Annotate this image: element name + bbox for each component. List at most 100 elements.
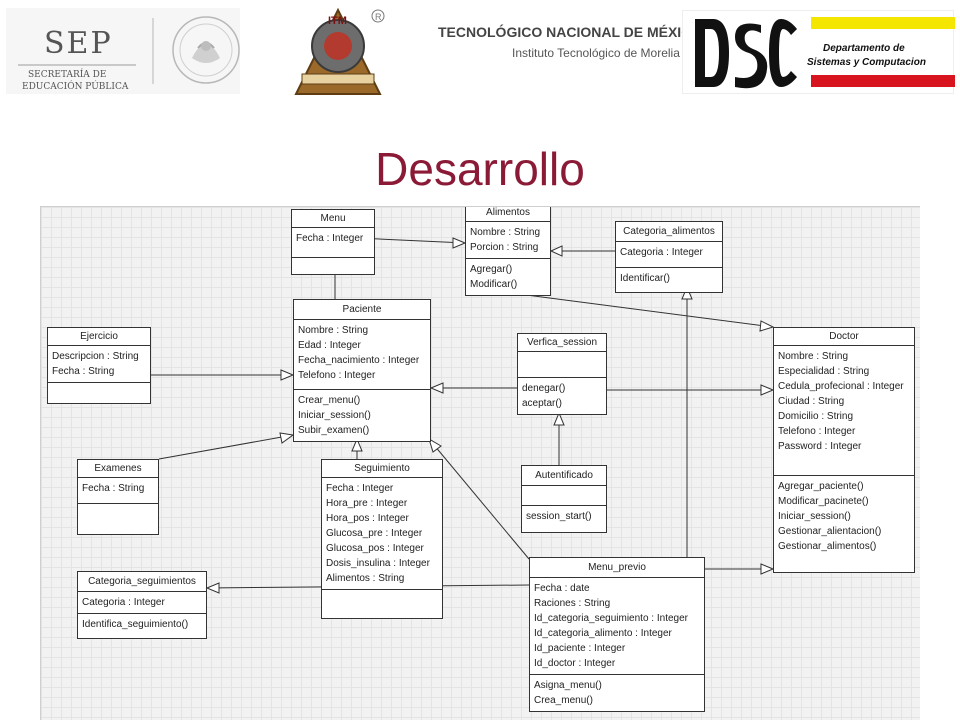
sep-logo: SEP SECRETARÍA DE EDUCACIÓN PÚBLICA xyxy=(6,8,240,94)
uml-method: Identifica_seguimiento() xyxy=(82,619,189,630)
uml-attribute: Fecha : String xyxy=(52,366,115,377)
uml-attribute: Hora_pre : Integer xyxy=(326,498,408,509)
uml-attribute: Fecha : date xyxy=(534,583,590,594)
uml-attributes xyxy=(522,486,606,506)
uml-method: Crea_menu() xyxy=(534,695,593,706)
uml-class-name: Doctor xyxy=(774,328,914,346)
uml-method: Identificar() xyxy=(620,273,671,284)
uml-attributes: Categoria : Integer xyxy=(78,592,206,614)
sep-logo-subtitle-1: SECRETARÍA DE xyxy=(28,70,107,80)
arrowhead-doctor-3 xyxy=(760,563,775,575)
uml-methods xyxy=(322,590,442,618)
arrowhead-alimentos-2 xyxy=(549,245,563,257)
tecnm-logo: TECNOLÓGICO NACIONAL DE MÉXICO Instituto… xyxy=(438,24,702,68)
uml-method: Modificar() xyxy=(470,279,518,290)
arrowhead-paciente-4 xyxy=(351,437,363,452)
uml-attribute: Porcion : String xyxy=(470,242,539,253)
dsc-red-band xyxy=(811,75,955,87)
uml-attribute: Hora_pos : Integer xyxy=(326,513,409,524)
link-menuprevio-paciente xyxy=(428,438,530,560)
itm-logo-text: ITM xyxy=(328,15,347,27)
uml-attribute: Id_doctor : Integer xyxy=(534,658,616,669)
arrowhead-paciente-3 xyxy=(279,432,295,444)
uml-class-name: Menu_previo xyxy=(530,558,704,578)
uml-method: Gestionar_alimentos() xyxy=(778,541,877,552)
uml-attributes: Fecha : Integer xyxy=(292,228,374,258)
dsc-title-line-2: Sistemas y Computacion xyxy=(807,57,926,68)
arrowhead-verifica xyxy=(553,411,565,426)
uml-attribute: Id_categoria_alimento : Integer xyxy=(534,628,672,639)
uml-class-name: Menu xyxy=(292,210,374,228)
link-alimentos-doctor xyxy=(510,292,774,328)
mexico-seal-icon xyxy=(172,16,240,84)
uml-attribute: Edad : Integer xyxy=(298,340,361,351)
arrowhead-doctor-2 xyxy=(760,384,775,396)
uml-methods xyxy=(48,383,150,403)
uml-method: denegar() xyxy=(522,383,566,394)
uml-attribute: Ciudad : String xyxy=(778,396,845,407)
uml-methods: Asigna_menu() Crea_menu() xyxy=(530,675,704,711)
uml-method: Iniciar_session() xyxy=(298,410,371,421)
uml-attribute: Nombre : String xyxy=(298,325,369,336)
arrowhead-paciente-1 xyxy=(280,369,295,381)
uml-attribute: Telefono : Integer xyxy=(778,426,856,437)
uml-methods: Agregar() Modificar() xyxy=(466,259,550,295)
uml-attribute: Glucosa_pre : Integer xyxy=(326,528,423,539)
uml-method: Agregar() xyxy=(470,264,513,275)
uml-attribute: Fecha : String xyxy=(82,483,145,494)
arrowhead-doctor-1 xyxy=(759,320,775,332)
arrowhead-catseg xyxy=(205,582,220,594)
uml-method: Agregar_paciente() xyxy=(778,481,864,492)
uml-method: Asigna_menu() xyxy=(534,680,602,691)
uml-class-name: Categoria_seguimientos xyxy=(78,572,206,592)
uml-attribute: Fecha : Integer xyxy=(296,233,364,244)
arrowhead-catalim xyxy=(681,285,693,300)
uml-attribute: Categoria : Integer xyxy=(82,597,165,608)
uml-attribute: Id_paciente : Integer xyxy=(534,643,626,654)
uml-attribute: Raciones : String xyxy=(534,598,611,609)
uml-methods: Agregar_paciente()Modificar_pacinete()In… xyxy=(774,476,914,572)
uml-methods: Identifica_seguimiento() xyxy=(78,614,206,638)
uml-method: Iniciar_session() xyxy=(778,511,851,522)
uml-methods: denegar()aceptar() xyxy=(518,378,606,414)
dsc-yellow-band xyxy=(811,17,955,29)
dsc-logo: Departamento de Sistemas y Computacion xyxy=(682,10,955,94)
uml-attribute: Nombre : String xyxy=(470,227,541,238)
uml-class-name: Examenes xyxy=(78,460,158,478)
uml-attribute: Dosis_insulina : Integer xyxy=(326,558,430,569)
uml-attribute: Fecha : Integer xyxy=(326,483,394,494)
uml-methods: Crear_menu()Iniciar_session()Subir_exame… xyxy=(294,390,430,441)
sep-logo-divider xyxy=(152,18,154,84)
arrowhead-paciente-2 xyxy=(429,382,444,394)
uml-attribute: Telefono : Integer xyxy=(298,370,376,381)
uml-attribute: Descripcion : String xyxy=(52,351,139,362)
uml-methods: Identificar() xyxy=(616,268,722,292)
uml-class-name: Seguimiento xyxy=(322,460,442,478)
uml-class-name: Categoria_alimentos xyxy=(616,222,722,242)
uml-attribute: Nombre : String xyxy=(778,351,849,362)
uml-attribute: Glucosa_pos : Integer xyxy=(326,543,424,554)
uml-attributes: Fecha : String xyxy=(78,478,158,504)
uml-attribute: Id_categoria_seguimiento : Integer xyxy=(534,613,688,624)
uml-method: session_start() xyxy=(526,511,592,522)
uml-class-name: Ejercicio xyxy=(48,328,150,346)
uml-methods xyxy=(78,504,158,534)
sep-logo-word: SEP xyxy=(44,26,113,61)
uml-class-name: Paciente xyxy=(294,300,430,320)
sep-logo-line xyxy=(18,64,136,66)
slide-title: Desarrollo xyxy=(375,143,585,195)
uml-methods: session_start() xyxy=(522,506,606,532)
